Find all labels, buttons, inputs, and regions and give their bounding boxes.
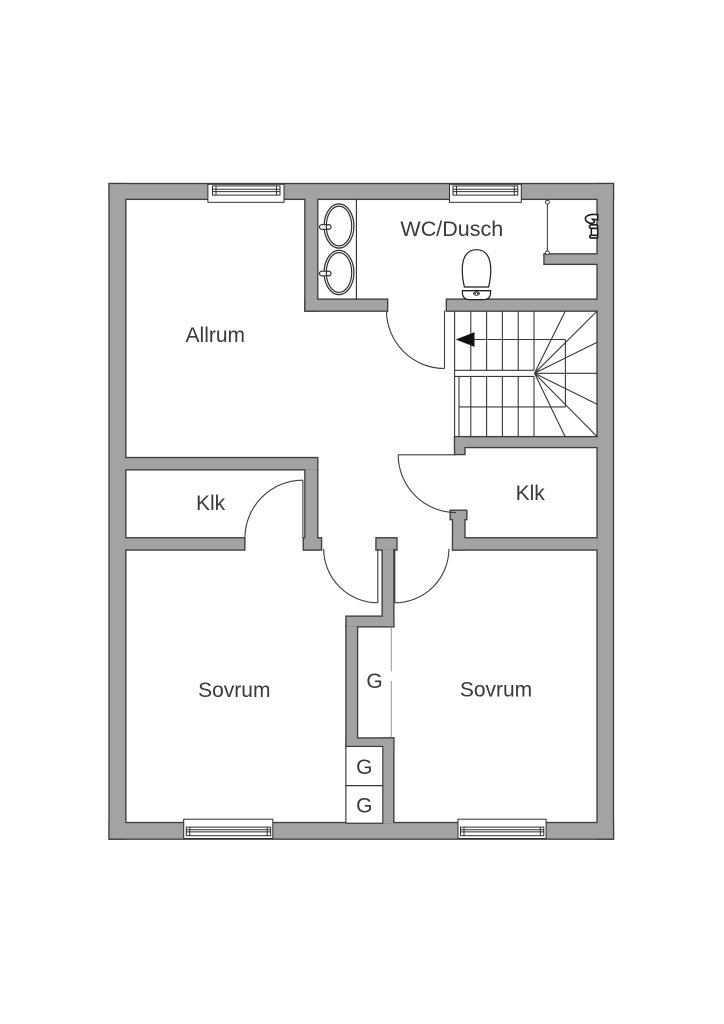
- svg-text:Sovrum: Sovrum: [198, 679, 270, 702]
- svg-text:Allrum: Allrum: [186, 324, 246, 347]
- svg-text:Klk: Klk: [516, 482, 546, 505]
- svg-text:G: G: [366, 670, 382, 693]
- svg-text:G: G: [356, 794, 372, 817]
- svg-text:G: G: [356, 756, 372, 779]
- svg-text:Sovrum: Sovrum: [460, 679, 532, 702]
- svg-text:Klk: Klk: [196, 492, 226, 515]
- svg-text:WC/Dusch: WC/Dusch: [400, 217, 503, 241]
